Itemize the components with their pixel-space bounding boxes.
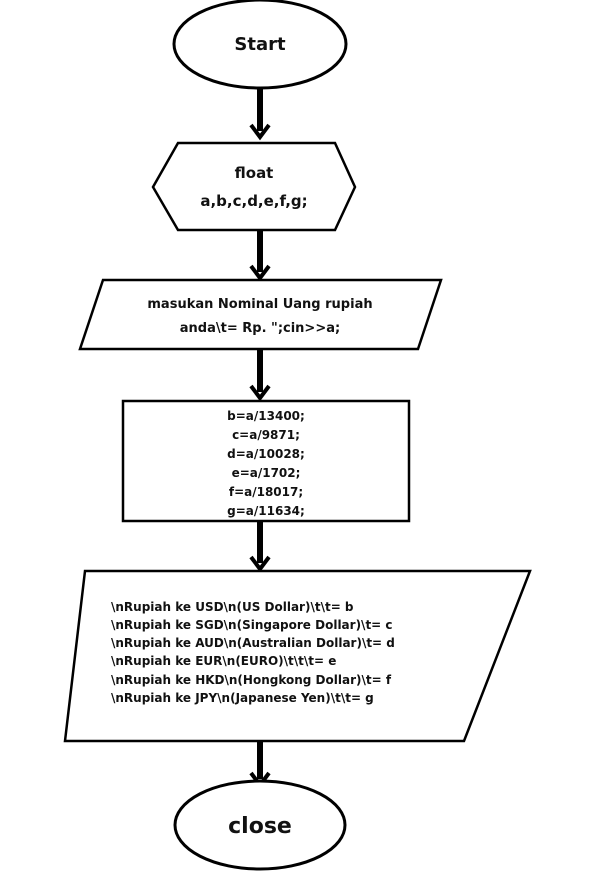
process-line-5: f=a/18017; <box>229 485 303 499</box>
process-line-4: e=a/1702; <box>232 466 301 480</box>
input-line-1: masukan Nominal Uang rupiah <box>147 297 372 312</box>
arrow-output-to-close <box>249 741 271 789</box>
output-line-2: \nRupiah ke SGD\n(Singapore Dollar)\t= c <box>111 618 393 632</box>
input-line-2: anda\t= Rp. ";cin>>a; <box>180 321 340 336</box>
process-line-1: b=a/13400; <box>227 409 305 423</box>
output-line-5: \nRupiah ke HKD\n(Hongkong Dollar)\t= f <box>111 673 392 687</box>
arrow-declare-to-input <box>249 230 271 282</box>
declaration-line-2: a,b,c,d,e,f,g; <box>200 192 307 210</box>
close-terminator <box>173 779 347 871</box>
output-line-3: \nRupiah ke AUD\n(Australian Dollar)\t= … <box>111 636 395 650</box>
arrow-process-to-output <box>249 521 271 573</box>
arrow-start-to-declare <box>249 88 271 141</box>
output-parallelogram <box>63 569 532 743</box>
output-line-4: \nRupiah ke EUR\n(EURO)\t\t\t= e <box>111 654 336 668</box>
input-parallelogram <box>78 278 443 351</box>
declaration-line-1: float <box>235 164 274 182</box>
output-line-6: \nRupiah ke JPY\n(Japanese Yen)\t\t= g <box>111 691 374 705</box>
arrow-input-to-process <box>249 349 271 402</box>
process-line-6: g=a/11634; <box>227 504 305 518</box>
output-line-1: \nRupiah ke USD\n(US Dollar)\t\t= b <box>111 600 354 614</box>
process-line-2: c=a/9871; <box>232 428 300 442</box>
declaration-hexagon <box>151 141 357 232</box>
process-rectangle <box>121 399 411 523</box>
start-label: Start <box>234 34 286 55</box>
process-line-3: d=a/10028; <box>227 447 305 461</box>
close-label: close <box>228 814 292 839</box>
